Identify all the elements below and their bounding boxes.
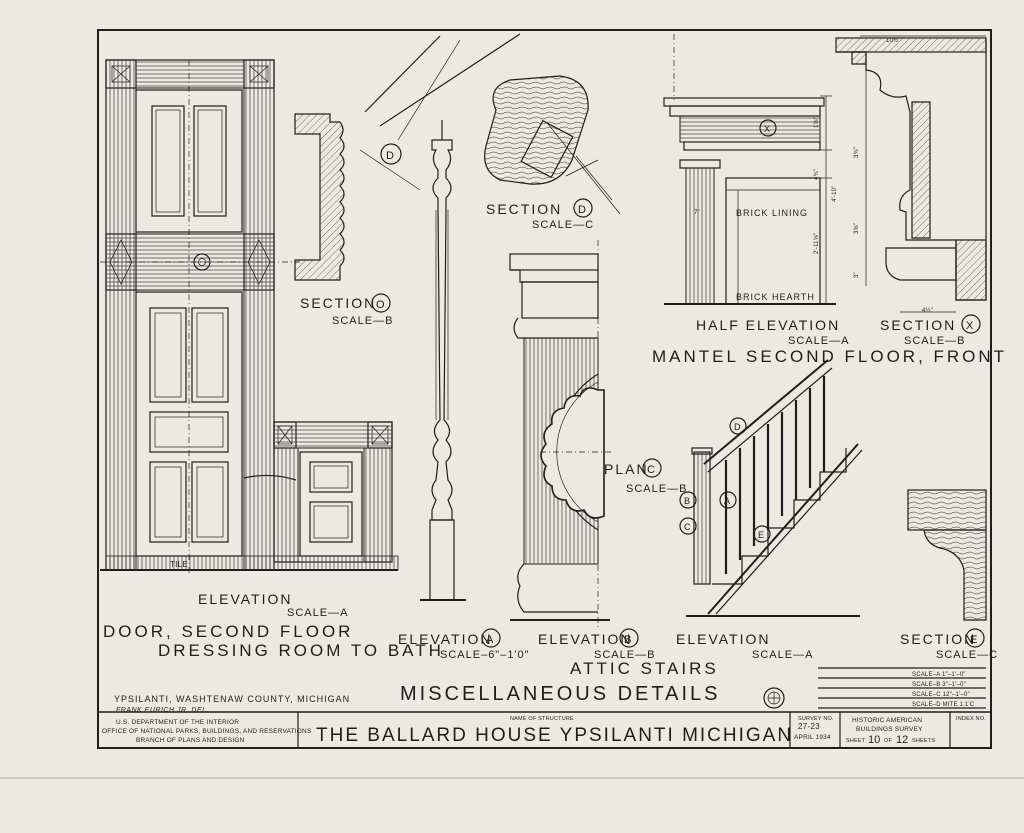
elevation-a-label: ELEVATION [398,631,493,647]
attic-stairs-elevation: D A B C E [679,359,863,617]
elevation-b-scale: SCALE—B [594,649,655,661]
section-x-scale: SCALE—B [904,335,965,347]
scale-d-label: SCALE–D MITE 1:1'C [912,702,975,708]
scale-c-label: SCALE–C 12"–1'–0" [912,692,970,698]
habs-seal [763,687,785,709]
newel-post-elevation-b [509,240,612,630]
brick-lining-label: BRICK LINING [736,208,808,218]
mantel-dim-7: 7" [694,210,700,216]
agency-line2: OFFICE OF NATIONAL PARKS, BUILDINGS, AND… [102,728,312,735]
door-title-line1: DOOR, SECOND FLOOR [103,622,353,641]
section-o-label: SECTION [300,295,376,311]
section-o-mark: O [376,299,386,311]
section-o-mark-circle [371,293,391,313]
sheet-total: 12 [896,734,908,746]
svg-text:X: X [764,124,770,134]
scale-a-label: SCALE–A 1"–1'–0" [912,672,966,678]
mantel-dim-2: 3" [854,272,860,278]
section-d-mark: D [578,204,587,216]
svg-text:B: B [684,496,690,506]
plan-c-scale: SCALE—B [626,483,687,495]
svg-text:E: E [758,530,764,540]
brick-hearth-label: BRICK HEARTH [736,292,815,302]
name-of-structure-caption: NAME OF STRUCTURE [510,716,574,722]
door-elevation-scale: SCALE—A [287,607,348,619]
mantel-half-elevation: X [663,34,836,305]
section-o-scale: SCALE—B [332,315,393,327]
svg-text:D: D [734,422,741,432]
mantel-title: MANTEL SECOND FLOOR, FRONT [652,347,1007,366]
plan-c-label: PLAN [604,461,649,477]
title-block [98,711,991,748]
section-e-scale: SCALE—C [936,649,998,661]
section-e-profile [907,489,987,621]
section-x-mark-circle [961,314,981,334]
agency-line3: BRANCH OF PLANS AND DESIGN [136,737,245,744]
mantel-dim-8: 3¾" [854,147,860,158]
scale-bars [818,667,986,709]
section-d-label: SECTION [486,201,562,217]
section-x-mark: X [966,320,974,332]
section-x-label: SECTION [880,317,956,333]
svg-text:C: C [684,522,691,532]
elevation-b-mark: B [624,634,632,646]
mantel-dim-9: 4½" [922,307,933,314]
mantel-dim-4: 4'-10" [832,186,838,202]
stairs-elevation-label: ELEVATION [676,631,771,647]
index-caption: INDEX NO. [956,716,986,722]
habs-line1: HISTORIC AMERICAN [852,717,922,724]
svg-text:D: D [386,150,395,162]
mantel-dim-0: 10½" [886,37,901,44]
habs-line2: BUILDINGS SURVEY [856,726,923,733]
scale-b-label: SCALE–B 3"–1'–0" [912,682,966,688]
section-x-profile [835,35,987,313]
misc-details-title: MISCELLANEOUS DETAILS [400,683,720,705]
section-e-mark: E [970,634,978,646]
door-title-line2: DRESSING ROOM TO BATH [158,641,444,660]
sheet-of: OF [884,738,892,744]
survey-caption: SURVEY NO. [798,716,834,722]
section-d-rail [484,75,621,215]
sheet-prefix: SHEET [846,738,866,744]
attic-stairs-title: ATTIC STAIRS [570,659,719,678]
stair-baluster-elevation-a: D [359,33,521,601]
door-elevation: TILE [100,59,399,575]
tile-label: TILE [170,560,188,569]
stairs-elevation-scale: SCALE—A [752,649,813,661]
door-elevation-label: ELEVATION [198,591,293,607]
mantel-dim-3: 4¾" [814,169,820,180]
mantel-dim-6: 3⅝" [854,223,860,234]
section-e-label: SECTION [900,631,976,647]
elevation-a-scale: SCALE–6"–1'0" [440,649,530,661]
location-label: YPSILANTI, WASHTENAW COUNTY, MICHIGAN [114,694,350,704]
svg-text:A: A [724,496,730,506]
plan-c-mark: C [647,464,656,476]
section-d-scale: SCALE—C [532,219,594,231]
survey-date: APRIL 1934 [794,734,831,741]
sheet-suffix: SHEETS [912,738,935,744]
mantel-dim-1: 1⅝" [814,117,820,128]
half-elevation-label: HALF ELEVATION [696,317,840,333]
elevation-a-mark-circle [481,628,501,648]
elevation-b-mark-circle [619,628,639,648]
section-o-profile [294,113,345,281]
plan-c-mark-circle [642,458,662,478]
agency-line1: U.S. DEPARTMENT OF THE INTERIOR [116,719,239,726]
section-e-mark-circle [965,628,985,648]
structure-name: THE BALLARD HOUSE YPSILANTI MICHIGAN [316,725,793,746]
survey-number: 27-23 [798,722,820,731]
mantel-dim-5: 2'-11⅝" [814,233,820,254]
delineator-label: FRANK EURICH JR. DEL. [116,707,209,714]
elevation-b-label: ELEVATION [538,631,633,647]
elevation-a-mark: A [486,634,494,646]
sheet-number: 10 [868,734,880,746]
drawing-border [97,29,992,749]
half-elevation-scale: SCALE—A [788,335,849,347]
section-d-mark-circle [573,198,593,218]
